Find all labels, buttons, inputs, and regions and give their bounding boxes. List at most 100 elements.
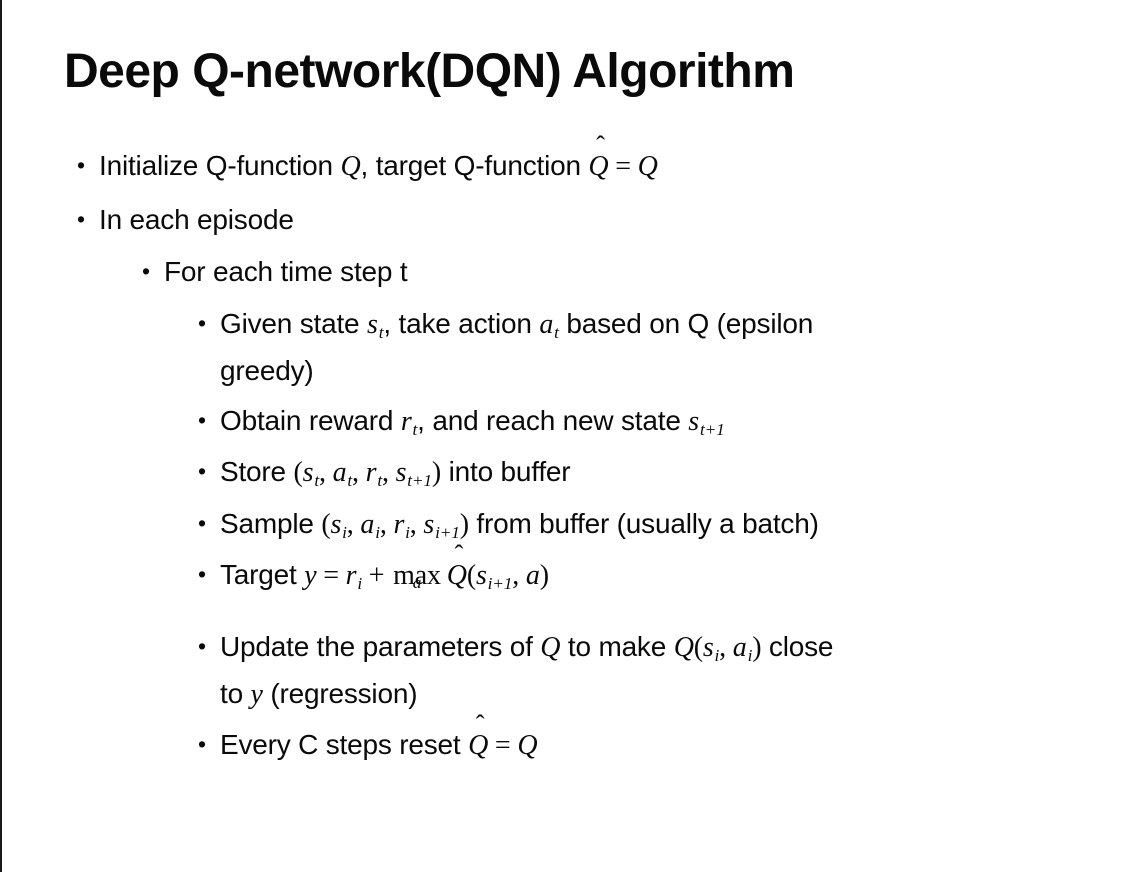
bullet-marker-icon: • [198, 406, 206, 433]
math-run: i+1 [487, 573, 513, 593]
math-run: Q [673, 632, 694, 664]
math-run: , [409, 508, 424, 540]
bullet-marker-icon: • [198, 731, 206, 758]
math-run: i [714, 646, 720, 666]
math-run: , [352, 457, 366, 489]
math-run: s [367, 309, 378, 341]
text-run: In each episode [99, 203, 294, 235]
bullet-item: •Given state st, take action at based on… [64, 301, 1094, 393]
math-run: Q [517, 730, 538, 762]
math-run: i+1 [435, 522, 460, 542]
math-run: s [688, 405, 699, 437]
math-run: ) [459, 508, 469, 540]
bullet-list: •Initialize Q-function Q, target Q-funct… [64, 129, 1094, 768]
math-run: , [381, 457, 396, 489]
math-run: ( [466, 560, 476, 592]
bullet-item: •Store (st, at, rt, st+1) into buffer [64, 449, 1094, 495]
bullet-item: •For each time step t [64, 249, 1094, 294]
bullet-text: Obtain reward rt, and reach new state st… [220, 398, 1094, 444]
math-run: y [304, 560, 317, 592]
math-run: + [361, 560, 392, 592]
math-run: , [346, 508, 361, 540]
math-run: i [747, 646, 753, 666]
bullet-text: In each episode [99, 197, 1094, 242]
math-run: r [393, 508, 405, 540]
math-run: r [400, 405, 412, 437]
text-run: Store [220, 456, 294, 488]
bullet-marker-icon: • [198, 509, 206, 536]
math-run: Q [340, 151, 361, 183]
math-run: Q [637, 151, 658, 183]
math-run: Q [540, 632, 561, 664]
bullet-item: •Sample (si, ai, ri, si+1) from buffer (… [64, 501, 1094, 547]
bullet-text: Update the parameters of Q to make Q(si,… [220, 624, 1094, 717]
bullet-item: •In each episode [64, 197, 1094, 242]
text-run: based on Q (epsilon [558, 308, 814, 340]
text-run: Initialize Q-function [99, 150, 341, 182]
math-run: ) [752, 632, 762, 664]
math-run: r [365, 457, 377, 489]
text-run: For each time step t [164, 255, 408, 287]
math-run: a [539, 309, 554, 341]
math-run: t [377, 471, 382, 491]
text-run: close [761, 631, 834, 663]
bullet-marker-icon: • [198, 561, 206, 588]
math-run: i [357, 573, 362, 593]
bullet-marker-icon: • [198, 310, 206, 337]
text-run: from buffer (usually a batch) [468, 507, 819, 539]
math-run: t [378, 323, 384, 343]
math-run: a [525, 560, 540, 592]
text-run: (regression) [262, 677, 418, 709]
math-run: i [342, 522, 347, 542]
math-run: s [395, 457, 407, 489]
text-run: Given state [220, 308, 368, 340]
math-run: t+1 [699, 419, 725, 439]
math-run: ) [539, 560, 549, 592]
math-run: r [345, 560, 357, 592]
bullet-text: Given state st, take action at based on … [220, 301, 1094, 393]
text-run: to make [560, 631, 674, 663]
math-run: ) [431, 457, 442, 489]
math-run: t [314, 471, 319, 491]
slide-title: Deep Q-network(DQN) Algorithm [64, 45, 795, 98]
math-run: a [732, 632, 747, 664]
text-run: Target [220, 559, 305, 591]
math-run: a [360, 508, 375, 540]
math-run: i [375, 522, 380, 542]
math-run: a [332, 457, 347, 489]
bullet-item: •Update the parameters of Q to make Q(si… [64, 624, 1094, 717]
bullet-marker-icon: • [198, 633, 206, 660]
math-run: s [475, 560, 487, 592]
math-run: s [423, 508, 435, 540]
text-run: into buffer [441, 456, 571, 488]
text-run: Update the parameters of [220, 631, 541, 663]
math-run: t [554, 323, 559, 343]
bullet-text: Sample (si, ai, ri, si+1) from buffer (u… [220, 501, 1094, 547]
text-run: to [220, 677, 251, 709]
text-run: , target Q-function [360, 150, 589, 182]
bullet-item: •Initialize Q-function Q, target Q-funct… [64, 129, 1094, 189]
math-run: ( [693, 632, 703, 664]
math-run: i [405, 522, 410, 542]
math-run: s [702, 632, 714, 664]
math-run: t+1 [407, 471, 432, 491]
math-run: , [719, 632, 733, 664]
math-run: = [608, 151, 638, 183]
math-run: t [347, 471, 353, 491]
text-run: , take action [383, 308, 540, 340]
bullet-item: •Obtain reward rt, and reach new state s… [64, 398, 1094, 444]
text-run: Sample [220, 507, 322, 539]
math-run: ( [321, 508, 331, 540]
math-run: , [512, 560, 526, 592]
math-run: , [379, 508, 394, 540]
math-run: = [488, 730, 518, 762]
math-run: t [412, 419, 418, 439]
